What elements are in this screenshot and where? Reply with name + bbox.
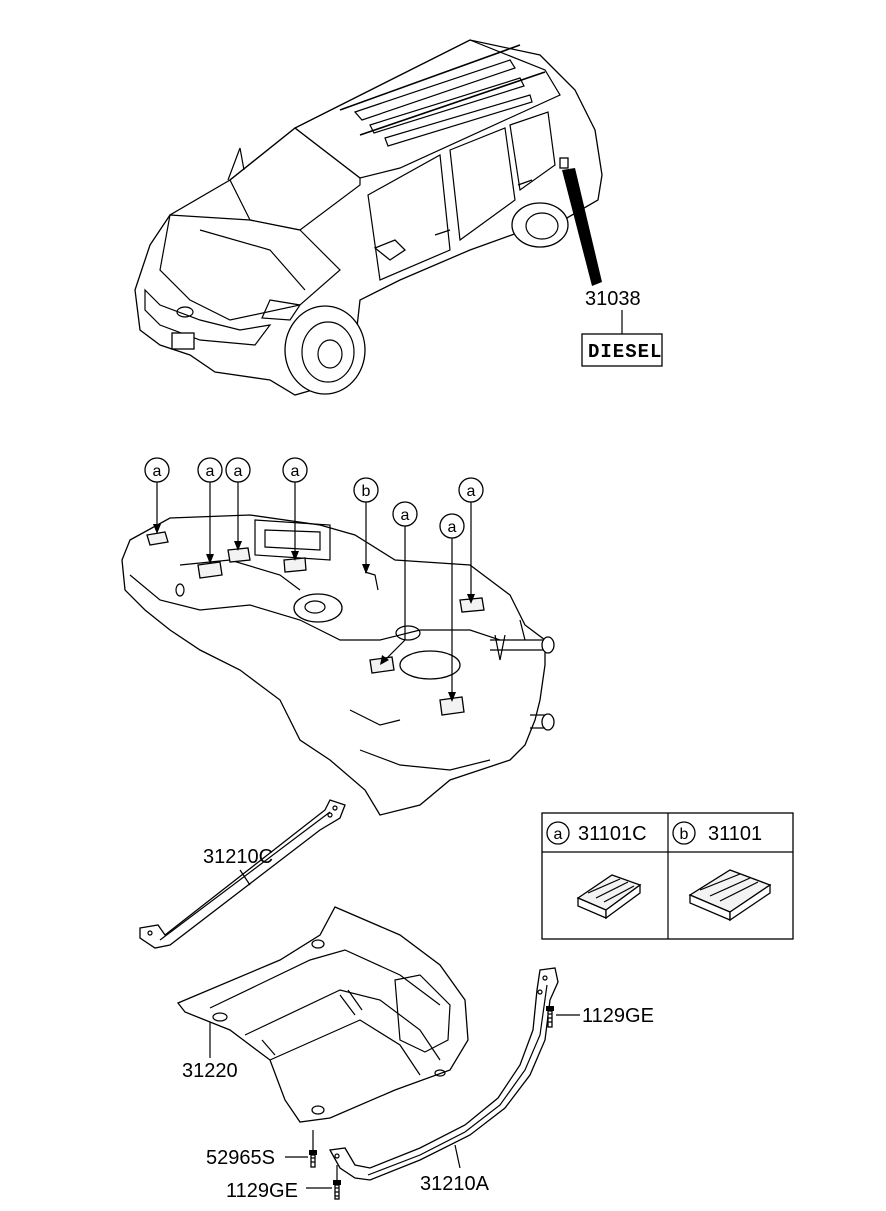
part-number-31210A: 31210A <box>420 1173 490 1195</box>
callout-a-5: a <box>380 501 418 665</box>
label-31038: 31038 <box>585 288 641 334</box>
part-number-1129GE-left: 1129GE <box>226 1180 298 1202</box>
bolt-1129GE-left: 1129GE <box>226 1165 341 1202</box>
label-31210C: 31210C <box>203 846 273 886</box>
part-number-31220: 31220 <box>182 1060 238 1082</box>
tank-callouts: a a a a b a <box>144 457 484 702</box>
label-31220: 31220 <box>182 1022 238 1082</box>
callout-a-1: a <box>144 457 170 534</box>
svg-text:a: a <box>234 463 243 480</box>
svg-text:a: a <box>153 463 162 480</box>
fuel-tank-illustration <box>121 514 555 816</box>
diesel-label-box: DIESEL <box>581 333 663 367</box>
callout-a-7: a <box>458 477 484 604</box>
svg-text:a: a <box>554 826 563 843</box>
callout-a-3: a <box>225 457 251 551</box>
svg-text:a: a <box>448 519 457 536</box>
bolt-1129GE-right: 1129GE <box>546 1005 654 1028</box>
strap-31210C-illustration <box>139 799 346 949</box>
legend-entry-b: b 31101 <box>672 821 762 845</box>
diesel-label-text: DIESEL <box>588 341 662 363</box>
part-number-31210C: 31210C <box>203 846 273 868</box>
bolt-52965S: 52965S <box>206 1130 317 1169</box>
svg-text:a: a <box>401 507 410 524</box>
callout-a-2: a <box>197 457 223 564</box>
heat-shield-31220-illustration <box>176 906 469 1123</box>
label-31210A: 31210A <box>420 1144 490 1195</box>
part-number-1129GE-right: 1129GE <box>582 1005 654 1027</box>
part-number-31038: 31038 <box>585 288 641 310</box>
legend-part-31101C: 31101C <box>578 823 647 845</box>
svg-text:a: a <box>206 463 215 480</box>
svg-text:b: b <box>362 483 371 500</box>
callout-a-6: a <box>439 513 465 702</box>
pad-a-illustration <box>576 874 642 920</box>
strap-31210A-illustration <box>328 967 559 1181</box>
pad-legend-table: a 31101C b 31101 <box>541 812 794 940</box>
legend-entry-a: a 31101C <box>546 821 647 845</box>
pad-b-illustration <box>688 869 772 922</box>
legend-part-31101: 31101 <box>708 823 762 845</box>
vehicle-illustration <box>134 39 603 396</box>
svg-text:a: a <box>467 483 476 500</box>
svg-text:a: a <box>291 463 300 480</box>
part-number-52965S: 52965S <box>206 1147 275 1169</box>
callout-a-4: a <box>282 457 308 561</box>
svg-text:b: b <box>680 826 689 843</box>
callout-b: b <box>353 477 379 574</box>
